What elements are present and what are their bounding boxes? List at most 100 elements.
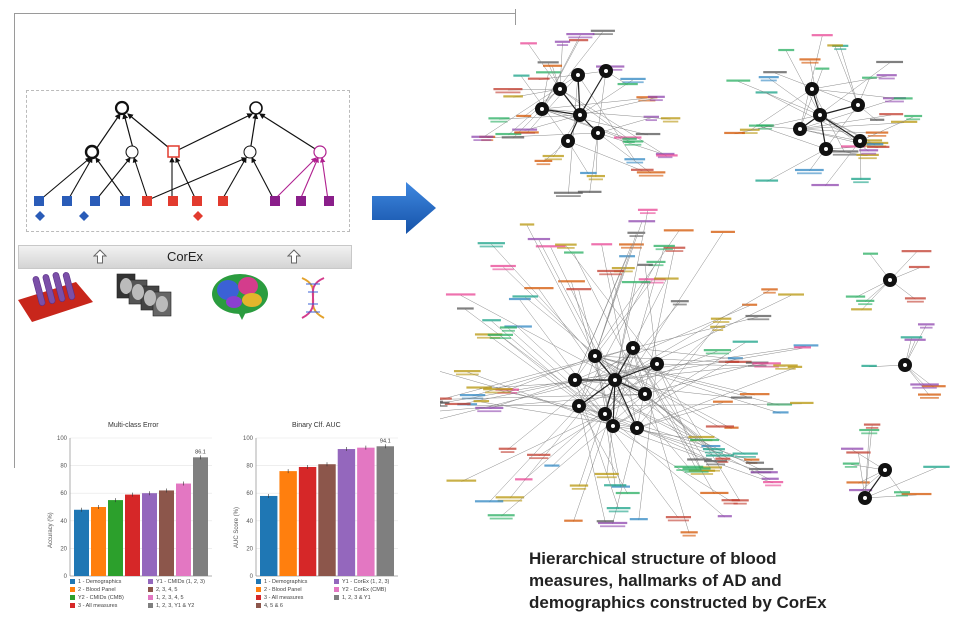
network-edge (472, 347, 634, 397)
network-leaf-label (622, 140, 644, 143)
network-leaf-label (476, 336, 501, 339)
legend-item: Y1 - CMIDs (1, 2, 3) (148, 578, 220, 586)
network-edge (766, 148, 827, 182)
network-leaf-label (577, 190, 602, 193)
network-leaf-label (490, 120, 508, 123)
network-edge (489, 379, 576, 410)
network-edge (567, 140, 643, 171)
network-leaf-label (473, 139, 492, 141)
network-leaf-label (638, 278, 666, 281)
network-leaf-label (566, 32, 595, 36)
network-edge (632, 347, 736, 360)
network-leaf-label (865, 131, 889, 134)
network-leaf-label (520, 42, 537, 45)
network-edge (597, 132, 652, 174)
chart-title: Binary Clf. AUC (292, 422, 341, 429)
network-edge (614, 290, 770, 381)
network-leaf-label (555, 195, 581, 197)
network-leaf-label (490, 264, 516, 268)
network-leaf-label (859, 428, 880, 432)
network-leaf-label (851, 177, 871, 181)
network-leaf-label (613, 136, 642, 139)
network-leaf-label (615, 491, 640, 495)
network-leaf-label (827, 44, 843, 47)
network-leaf-label (653, 277, 679, 280)
network-leaf-label (519, 223, 535, 226)
network-edge (632, 347, 697, 470)
tick-label: 20 (60, 546, 67, 552)
network-leaf-label (680, 531, 698, 534)
network-leaf-label (645, 119, 657, 122)
legend-item: 3 - All measures (256, 594, 328, 602)
network-leaf-label (444, 402, 471, 406)
network-hub-node (604, 69, 608, 73)
network-edge (864, 467, 937, 499)
network-leaf-label (705, 425, 734, 428)
network-leaf-label (597, 269, 624, 273)
network-leaf-label (466, 386, 492, 389)
network-hub-node (655, 362, 659, 366)
tick-label: 100 (57, 436, 68, 442)
network-leaf-label (665, 516, 692, 519)
network-leaf-label (758, 76, 779, 79)
network-leaf-label (846, 451, 871, 454)
network-edge (498, 114, 581, 120)
network-leaf-label (617, 82, 638, 86)
network-leaf-label (893, 97, 913, 100)
legend-item: 2 - Blood Panel (70, 586, 142, 594)
network-edge (573, 347, 634, 522)
network-edge (574, 379, 771, 480)
network-leaf-label (794, 346, 812, 349)
network-leaf-label (698, 466, 723, 469)
network-leaf-label (611, 485, 630, 488)
network-hub-node (858, 139, 862, 143)
network-edge (550, 247, 616, 381)
network-leaf-label (754, 365, 779, 368)
network-edge (738, 81, 821, 116)
network-leaf-label (471, 135, 494, 138)
network-leaf-label (653, 244, 675, 248)
network-leaf-label (724, 360, 752, 363)
tick-label: 60 (246, 491, 253, 497)
network-edge (574, 379, 679, 519)
network-edge (594, 222, 643, 357)
network-leaf-label (726, 79, 751, 82)
network-edge (819, 114, 861, 142)
bar (376, 446, 394, 576)
caption-text: Hierarchical structure of blood measures… (529, 549, 827, 612)
network-leaf-label (594, 472, 619, 476)
network-leaf-label (799, 58, 821, 61)
network-leaf-label (620, 77, 646, 81)
network-edge (614, 379, 721, 457)
network-leaf-label (459, 394, 486, 397)
network-leaf-label (555, 243, 577, 246)
network-leaf-label (627, 231, 646, 234)
legend-swatch (256, 603, 261, 609)
network-leaf-label (908, 265, 930, 269)
legend-item: 3 - All measures (70, 602, 142, 610)
legend-swatch (334, 587, 339, 593)
network-edge (525, 297, 646, 395)
network-leaf-label (765, 484, 782, 487)
network-edge (597, 117, 652, 134)
network-edge (799, 98, 895, 130)
network-leaf-label (440, 405, 448, 407)
network-leaf-label (440, 397, 452, 400)
network-leaf-label (638, 99, 656, 102)
network-leaf-label (744, 458, 760, 461)
legend-item: 2 - Blood Panel (256, 586, 328, 594)
network-hub-node (603, 412, 607, 416)
network-leaf-label (629, 235, 644, 237)
network-leaf-label (473, 400, 490, 403)
network-leaf-label (485, 391, 511, 394)
network-leaf-label (793, 344, 819, 347)
network-leaf-label (863, 423, 881, 426)
legend-item: Y2 - CMIDs (CMB) (70, 594, 142, 602)
network-leaf-label (571, 487, 587, 490)
network-leaf-label (503, 95, 523, 98)
network-leaf-label (512, 295, 539, 298)
network-leaf-label (596, 520, 614, 523)
network-edge (859, 116, 914, 142)
network-edge (614, 379, 638, 429)
